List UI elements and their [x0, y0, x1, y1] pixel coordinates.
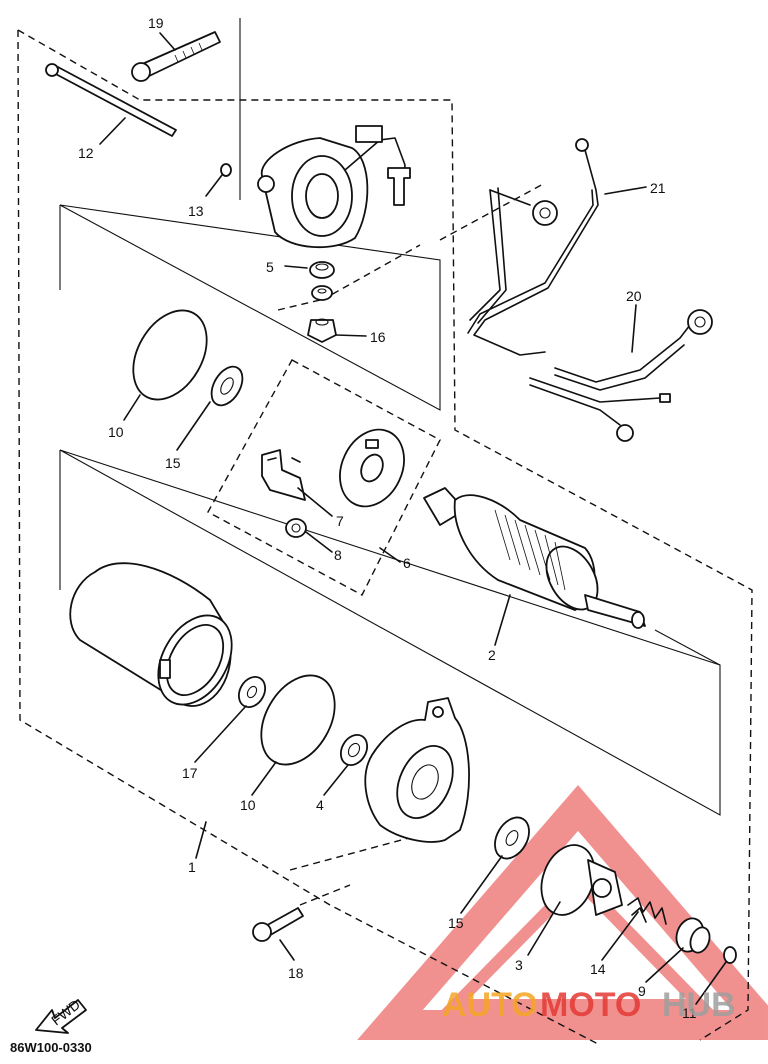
callout-10-lower: 10: [240, 797, 256, 813]
assembly-frame: [17, 29, 753, 1046]
rear-cover: [257, 125, 411, 249]
part-9-collar: [675, 917, 711, 954]
part-11-clip: [723, 946, 737, 964]
drawing-code: 86W100-0330: [10, 1040, 92, 1055]
part-2-armature: [423, 487, 646, 629]
callout-8: 8: [334, 547, 342, 563]
callout-16: 16: [370, 329, 386, 345]
callout-9: 9: [638, 983, 646, 999]
part-3-starter-clutch: [540, 844, 623, 916]
leader-lines: [99, 32, 727, 1005]
callout-4: 4: [316, 797, 324, 813]
part-12-through-bolt: [45, 63, 177, 137]
callout-10-upper: 10: [108, 424, 124, 440]
part-6-brush-plate: [339, 428, 405, 508]
part-18-bolt: [252, 907, 304, 942]
callout-11: 11: [682, 1005, 697, 1021]
part-10-o-ring-lower: [260, 674, 336, 766]
part-17-washer: [237, 676, 267, 708]
callout-1: 1: [188, 859, 196, 875]
watermark-auto: AUTO: [442, 986, 538, 1024]
part-5-nut: [309, 261, 335, 279]
watermark-hub: HUB: [662, 986, 736, 1024]
callout-13: 13: [188, 203, 204, 219]
alignment-frames: [59, 18, 721, 816]
part-15-washer-lower: [494, 816, 530, 860]
callout-15-upper: 15: [165, 455, 181, 471]
part-4-bearing: [339, 734, 369, 766]
callout-17: 17: [182, 765, 198, 781]
part-21-lead: [467, 138, 599, 356]
callout-20: 20: [626, 288, 642, 304]
part-20-lead: [529, 309, 713, 442]
watermark-moto: MOTO: [540, 986, 641, 1024]
callout-19: 19: [148, 15, 164, 31]
callout-14: 14: [590, 961, 606, 977]
watermark-triangle: [357, 785, 768, 1040]
fwd-arrow: FWD: [35, 996, 87, 1034]
part-14-spring: [627, 897, 667, 925]
part-7-brush-holder: [261, 449, 306, 501]
part-19-bolt: [131, 31, 221, 82]
part-15-washer-upper: [210, 365, 244, 407]
part-10-o-ring-upper: [132, 309, 208, 401]
callout-18: 18: [288, 965, 304, 981]
callouts: 19 12 13 5 16 21 20 10 15 7 8 6 2 17 10 …: [78, 15, 697, 1021]
callout-2: 2: [488, 647, 496, 663]
callout-15-lower: 15: [448, 915, 464, 931]
callout-7: 7: [336, 513, 344, 529]
callout-21: 21: [650, 180, 666, 196]
part-13-o-ring: [220, 163, 232, 177]
part-16-nut: [307, 318, 337, 343]
part-front-cover: [364, 697, 470, 843]
callout-3: 3: [515, 957, 523, 973]
part-8-spring: [285, 518, 307, 538]
part-washer: [311, 285, 333, 301]
part-yoke: [69, 562, 233, 707]
callout-5: 5: [266, 259, 274, 275]
watermark-text: AUTO MOTO HUB: [442, 986, 736, 1024]
callout-12: 12: [78, 145, 94, 161]
callout-6: 6: [403, 555, 411, 571]
